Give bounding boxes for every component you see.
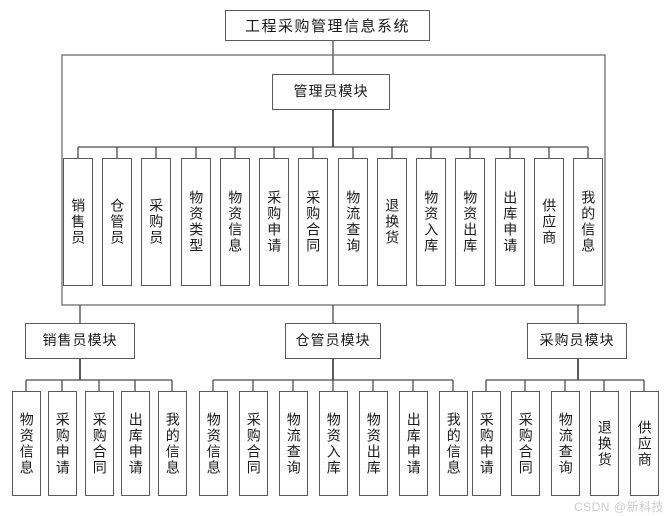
node-admin-child[interactable]: 采购合同	[298, 158, 328, 286]
node-label: 物资信息	[227, 190, 244, 254]
node-sales-module[interactable]: 销售员模块	[25, 323, 135, 359]
node-label: 退换货	[384, 198, 401, 246]
node-label: 采购申请	[54, 411, 71, 476]
node-admin-child[interactable]: 仓管员	[102, 158, 132, 286]
node-sales-child[interactable]: 采购申请	[48, 391, 77, 496]
node-label: 销售员	[70, 198, 87, 246]
node-sales-child[interactable]: 我的信息	[158, 391, 187, 496]
node-admin-child[interactable]: 物资出库	[455, 158, 485, 286]
node-admin-child[interactable]: 物流查询	[338, 158, 368, 286]
node-warehouse-module[interactable]: 仓管员模块	[285, 323, 381, 359]
node-label: 采购合同	[245, 411, 262, 476]
root-node-label: 工程采购管理信息系统	[244, 18, 410, 35]
node-label: 出库申请	[502, 190, 519, 254]
node-admin-child[interactable]: 采购员	[141, 158, 171, 286]
node-purchaser-module[interactable]: 采购员模块	[527, 323, 627, 359]
node-admin-child[interactable]: 销售员	[63, 158, 93, 286]
node-label: 采购员	[148, 198, 165, 246]
node-warehouse-module-label: 仓管员模块	[295, 332, 371, 349]
node-purchaser-module-label: 采购员模块	[539, 332, 615, 349]
node-label: 物资信息	[18, 411, 35, 476]
node-purchaser-child[interactable]: 采购申请	[472, 391, 501, 496]
node-label: 我的信息	[164, 411, 181, 476]
node-label: 物流查询	[285, 411, 302, 476]
node-label: 采购申请	[478, 411, 495, 476]
node-admin-child[interactable]: 出库申请	[495, 158, 525, 286]
node-label: 物流查询	[557, 411, 574, 476]
node-label: 我的信息	[580, 190, 597, 254]
node-warehouse-child[interactable]: 出库申请	[399, 391, 428, 496]
node-label: 物资入库	[325, 411, 342, 476]
node-label: 采购合同	[517, 411, 534, 476]
node-purchaser-child[interactable]: 退换货	[590, 391, 619, 496]
node-label: 采购合同	[91, 411, 108, 476]
node-label: 物资类型	[188, 190, 205, 254]
node-label: 采购申请	[266, 190, 283, 254]
node-label: 供应商	[636, 419, 653, 468]
node-label: 物资信息	[205, 411, 222, 476]
node-admin-child[interactable]: 采购申请	[259, 158, 289, 286]
node-label: 采购合同	[305, 190, 322, 254]
node-sales-child[interactable]: 出库申请	[121, 391, 150, 496]
node-admin-child[interactable]: 物资信息	[220, 158, 250, 286]
node-warehouse-child[interactable]: 采购合同	[239, 391, 268, 496]
node-warehouse-child[interactable]: 我的信息	[439, 391, 468, 496]
node-admin-module-label: 管理员模块	[293, 83, 369, 100]
node-sales-child[interactable]: 物资信息	[12, 391, 41, 496]
node-admin-child[interactable]: 退换货	[377, 158, 407, 286]
node-admin-child[interactable]: 供应商	[534, 158, 564, 286]
node-purchaser-child[interactable]: 供应商	[630, 391, 659, 496]
watermark: CSDN @新科技	[573, 500, 664, 514]
node-label: 供应商	[541, 198, 558, 246]
node-admin-module[interactable]: 管理员模块	[272, 74, 390, 110]
node-label: 出库申请	[127, 411, 144, 476]
node-warehouse-child[interactable]: 物资信息	[199, 391, 228, 496]
node-label: 出库申请	[405, 411, 422, 476]
node-admin-child[interactable]: 我的信息	[573, 158, 603, 286]
node-label: 物资出库	[462, 190, 479, 254]
node-warehouse-child[interactable]: 物资出库	[359, 391, 388, 496]
node-purchaser-child[interactable]: 物流查询	[551, 391, 580, 496]
node-label: 仓管员	[109, 198, 126, 246]
node-sales-module-label: 销售员模块	[42, 332, 118, 349]
node-warehouse-child[interactable]: 物资入库	[319, 391, 348, 496]
node-label: 退换货	[596, 419, 613, 468]
node-label: 物资入库	[423, 190, 440, 254]
node-label: 物流查询	[345, 190, 362, 254]
node-label: 物资出库	[365, 411, 382, 476]
node-admin-child[interactable]: 物资入库	[416, 158, 446, 286]
node-admin-child[interactable]: 物资类型	[181, 158, 211, 286]
node-warehouse-child[interactable]: 物流查询	[279, 391, 308, 496]
node-label: 我的信息	[445, 411, 462, 476]
node-sales-child[interactable]: 采购合同	[85, 391, 114, 496]
root-node[interactable]: 工程采购管理信息系统	[225, 10, 430, 41]
node-purchaser-child[interactable]: 采购合同	[511, 391, 540, 496]
